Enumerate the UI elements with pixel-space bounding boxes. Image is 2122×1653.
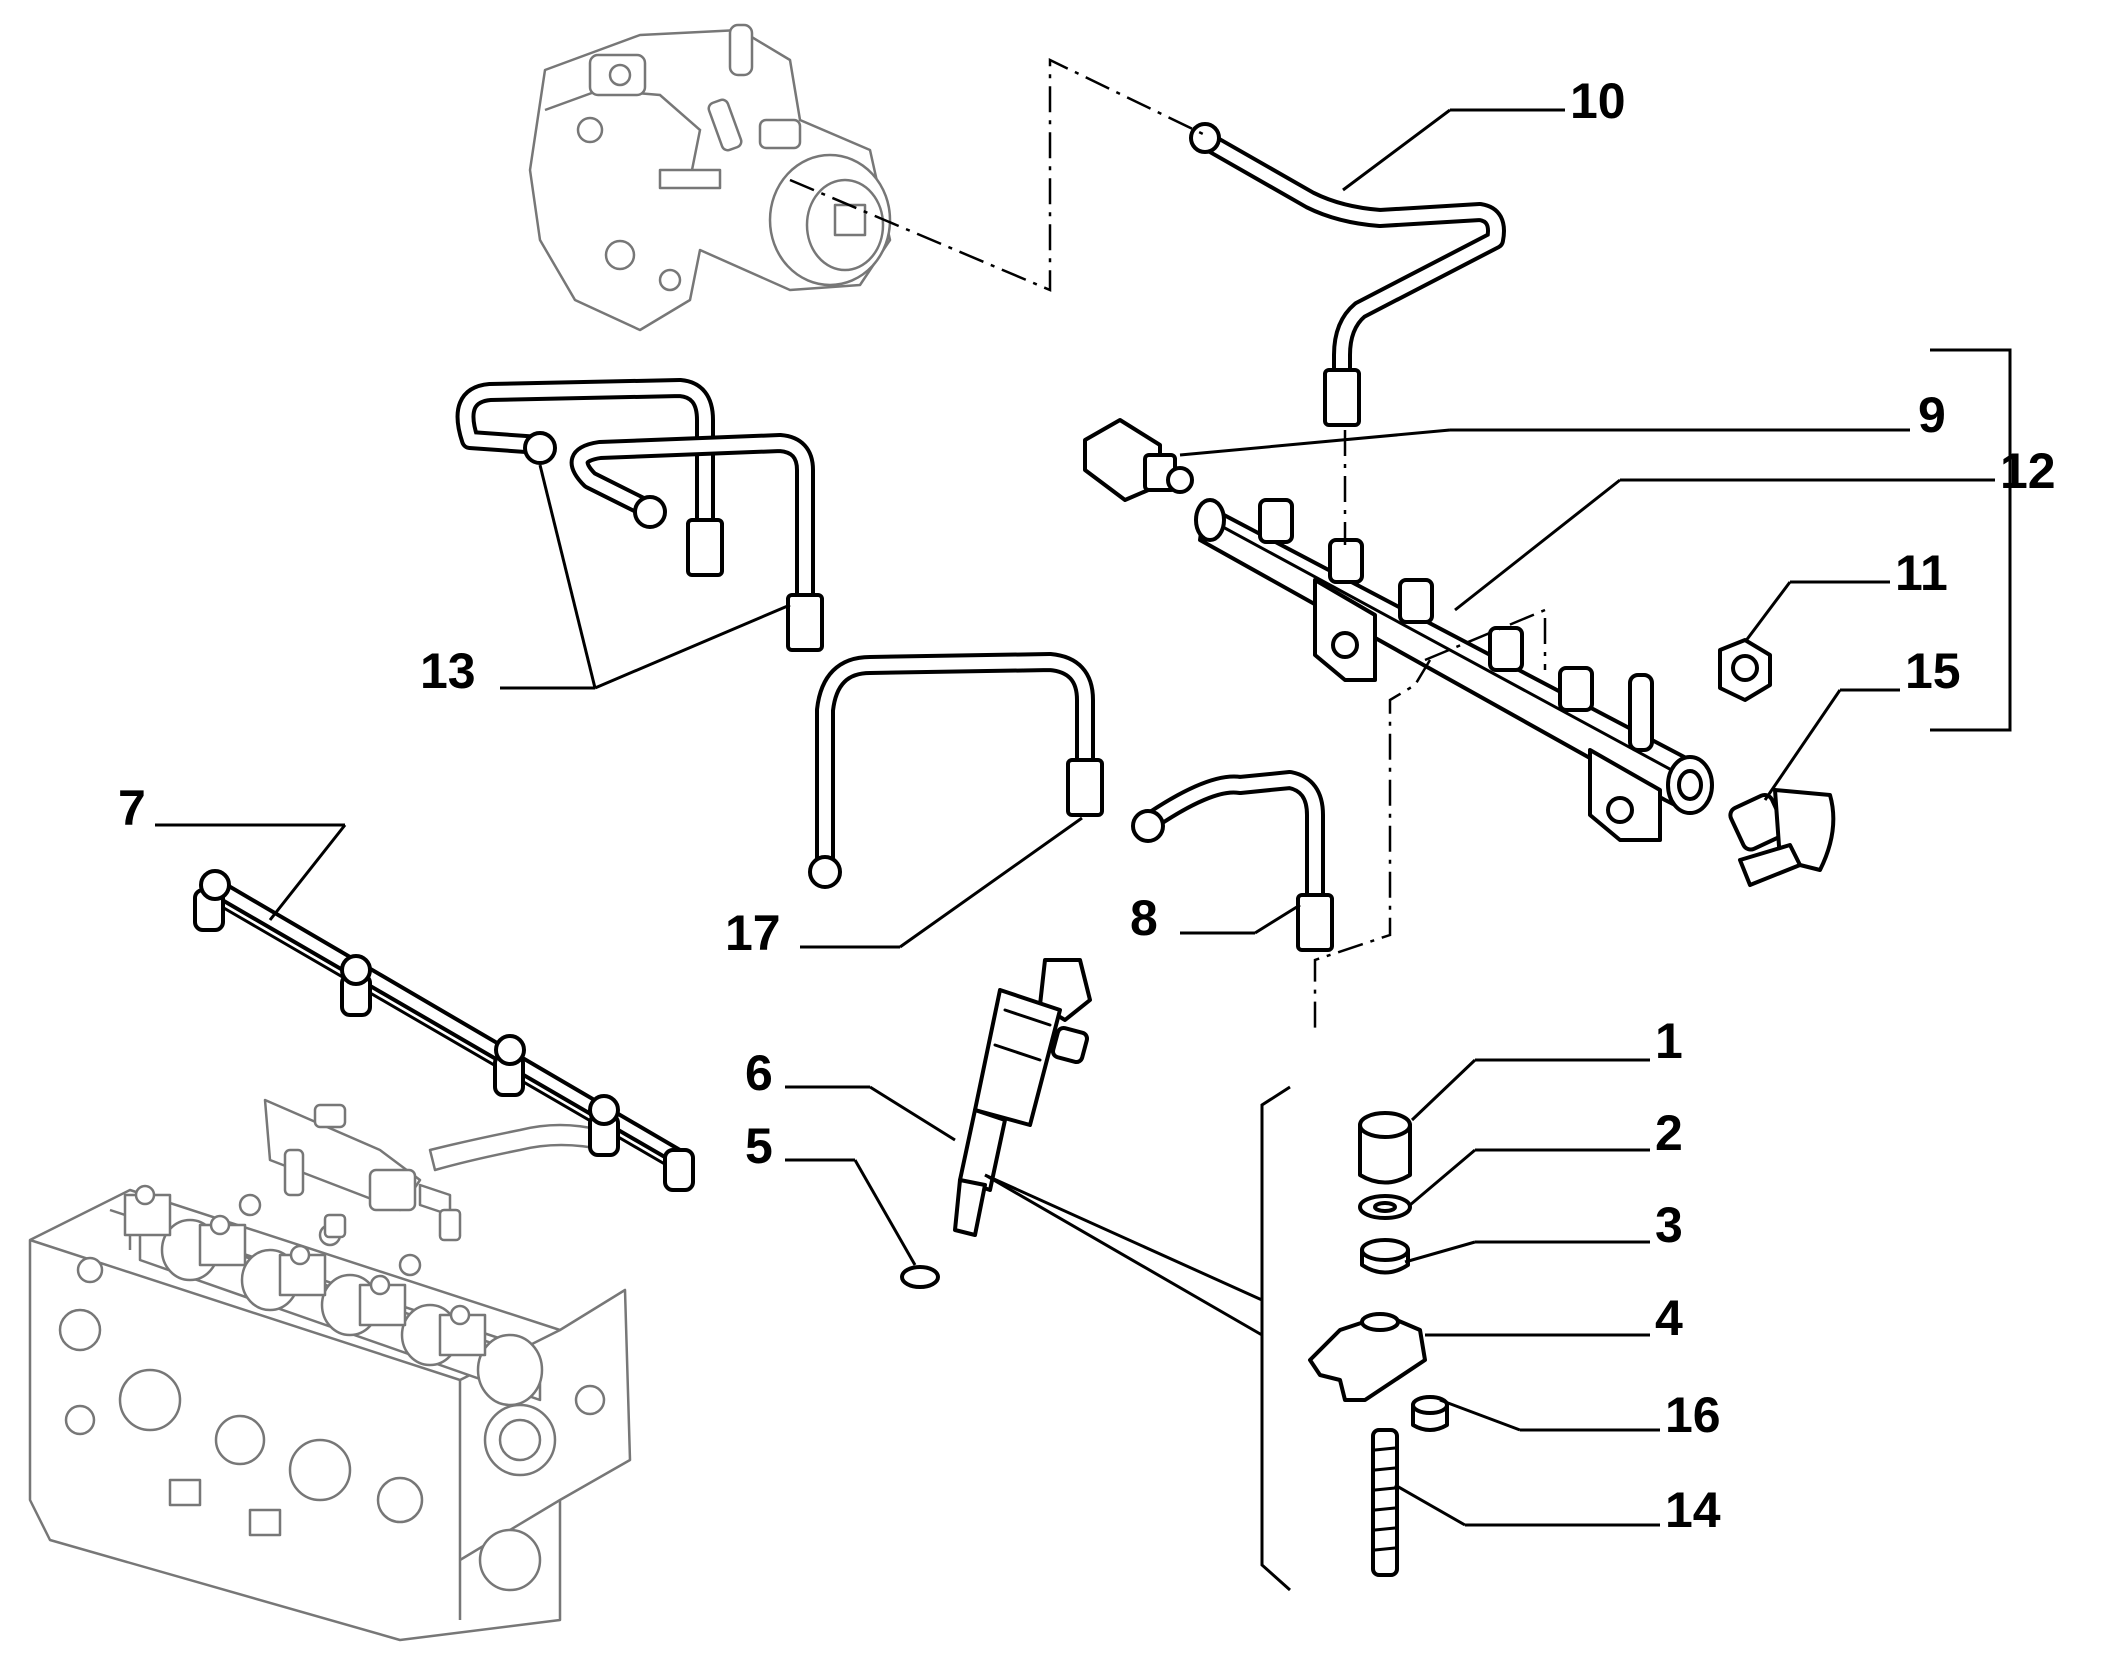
rail-nut [1718,638,1772,702]
clamp-stack [1308,1111,1449,1577]
fuel-injector [953,958,1092,1237]
callout-9: 9 [1918,387,1946,443]
injector-pipe-8 [1131,770,1334,952]
high-pressure-pump [528,23,892,332]
callout-1: 1 [1655,1013,1683,1069]
assembly-brackets [1260,348,2012,1592]
injector-pipe-17 [808,652,1104,889]
cylinder-head [28,1184,632,1642]
pressure-sensor [1083,418,1194,502]
callout-3: 3 [1655,1197,1683,1253]
callout-6: 6 [745,1045,773,1101]
callout-12: 12 [2000,443,2056,499]
callout-11: 11 [1895,545,1948,601]
return-hose [428,1123,607,1172]
callout-16: 16 [1665,1387,1721,1443]
injector-washer [900,1265,940,1289]
pump-to-rail-pipe [1189,122,1506,427]
callout-14: 14 [1665,1482,1721,1538]
pressure-regulator [1728,788,1836,887]
leader-lines [155,108,1995,1527]
callout-2: 2 [1655,1105,1683,1161]
callout-10: 10 [1570,73,1626,129]
callout-5: 5 [745,1118,773,1174]
leak-off-return-rail [193,869,695,1192]
callout-15: 15 [1905,643,1961,699]
callout-labels: 10 9 12 11 15 13 7 17 8 1 2 3 4 16 14 6 … [118,73,2056,1538]
callout-4: 4 [1655,1290,1683,1346]
callout-8: 8 [1130,890,1158,946]
common-rail [1194,498,1714,842]
injector-pipes-pair [455,378,824,652]
callout-13: 13 [420,643,476,699]
callout-7: 7 [118,780,146,836]
alignment-lines [789,58,1547,1030]
leak-off-connector [263,1098,462,1242]
callout-17: 17 [725,905,781,961]
